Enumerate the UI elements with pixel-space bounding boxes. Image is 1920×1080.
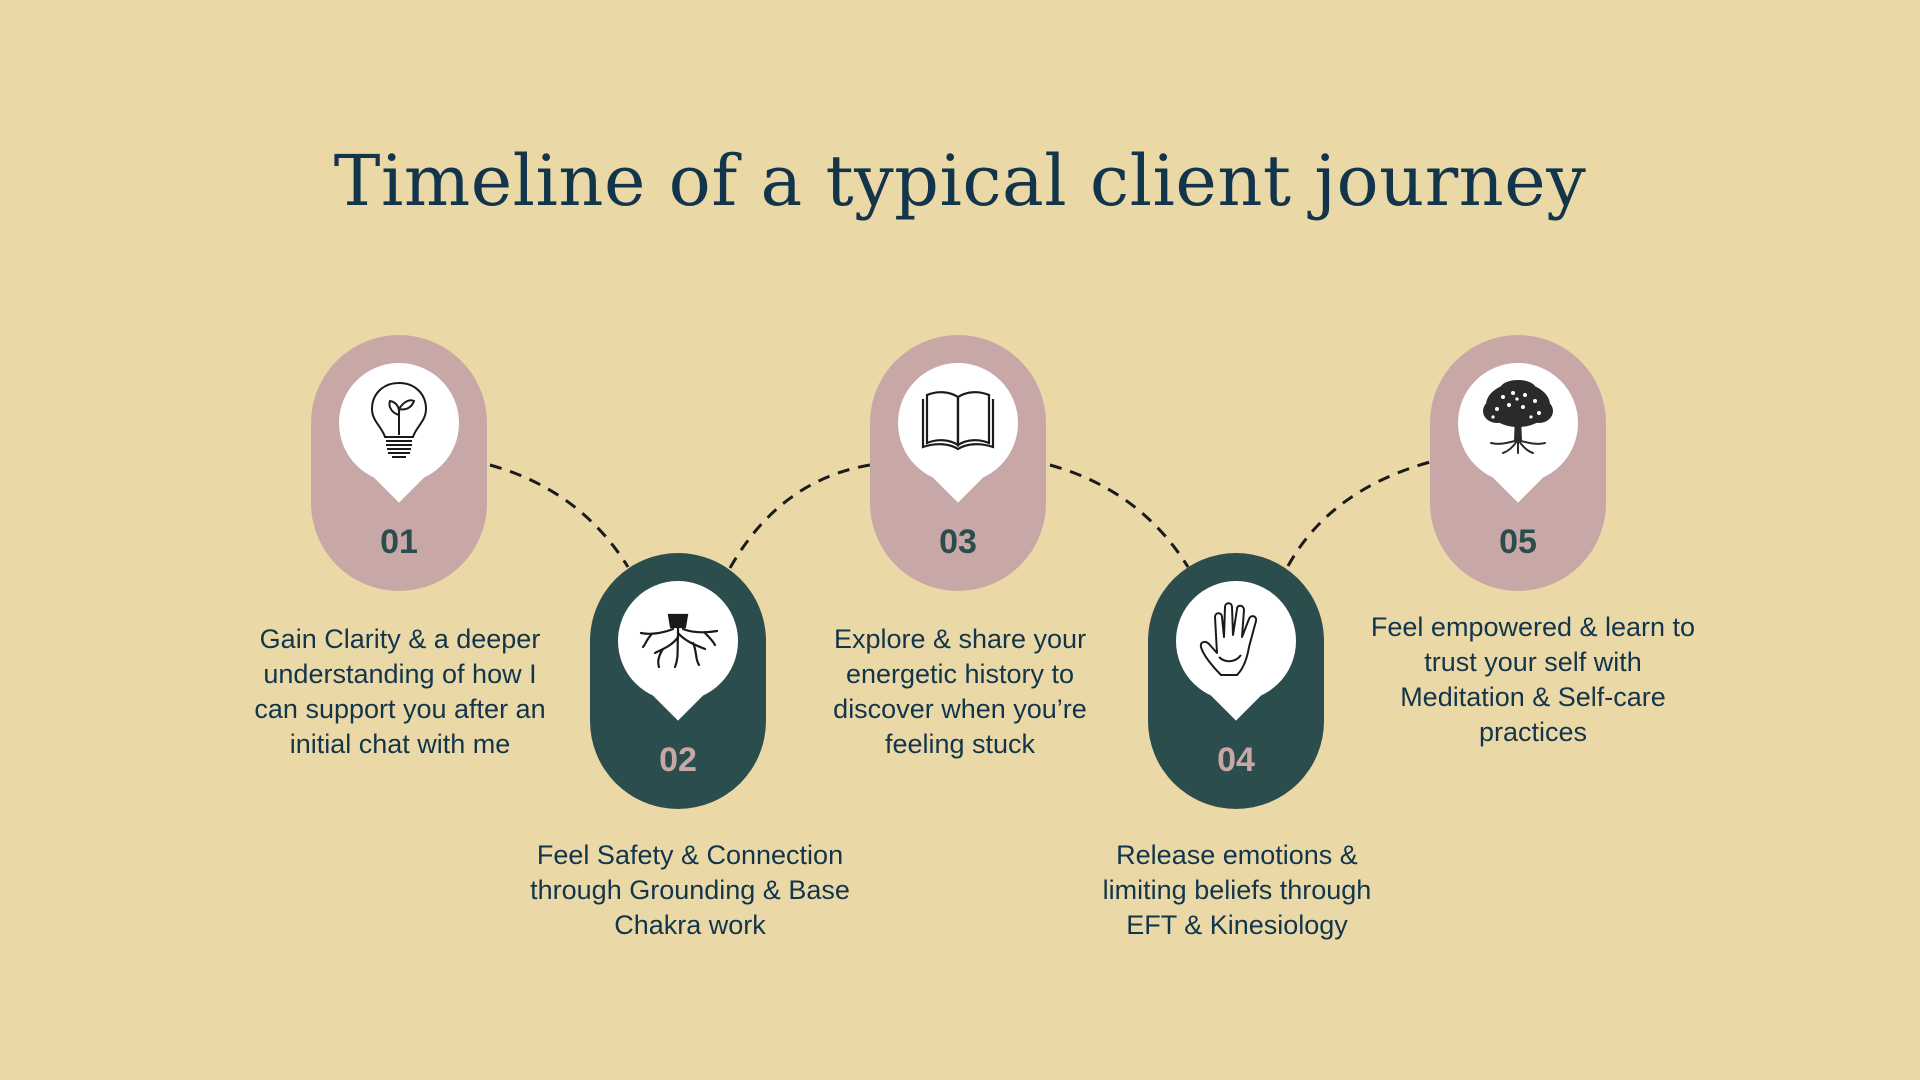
connector-2-3 xyxy=(728,463,871,569)
roots-icon xyxy=(639,613,719,669)
connector-4-5 xyxy=(1286,460,1431,567)
step-1-pin xyxy=(339,363,459,483)
step-5-pin xyxy=(1458,363,1578,483)
step-4-number: 04 xyxy=(1217,741,1255,779)
step-4-description: Release emotions & limiting beliefs thro… xyxy=(1102,840,1372,940)
connector-1-2 xyxy=(489,463,630,568)
step-5-number: 05 xyxy=(1499,523,1537,561)
page-title: Timeline of a typical client journey xyxy=(333,140,1587,222)
book-icon xyxy=(921,391,995,451)
step-5-marker: 05 xyxy=(1430,335,1606,591)
connector-3-4 xyxy=(1049,463,1190,568)
step-1-description: Gain Clarity & a deeper understanding of… xyxy=(254,624,546,759)
step-2-number: 02 xyxy=(659,741,697,779)
step-1-marker: 01 xyxy=(311,335,487,591)
step-5-description: Feel empowered & learn to trust your sel… xyxy=(1370,612,1696,747)
step-3-marker: 03 xyxy=(870,335,1046,591)
step-3-description: Explore & share your energetic history t… xyxy=(833,624,1087,759)
step-2-marker: 02 xyxy=(590,553,766,809)
step-3-number: 03 xyxy=(939,523,977,561)
step-4-pin xyxy=(1176,581,1296,701)
tree-icon xyxy=(1483,380,1553,454)
lightbulb-icon xyxy=(370,381,428,458)
step-3-pin xyxy=(898,363,1018,483)
step-1-number: 01 xyxy=(380,523,418,561)
step-2-pin xyxy=(618,581,738,701)
hand-icon xyxy=(1199,602,1258,676)
step-4-marker: 04 xyxy=(1148,553,1324,809)
step-2-description: Feel Safety & Connection through Groundi… xyxy=(530,840,850,940)
